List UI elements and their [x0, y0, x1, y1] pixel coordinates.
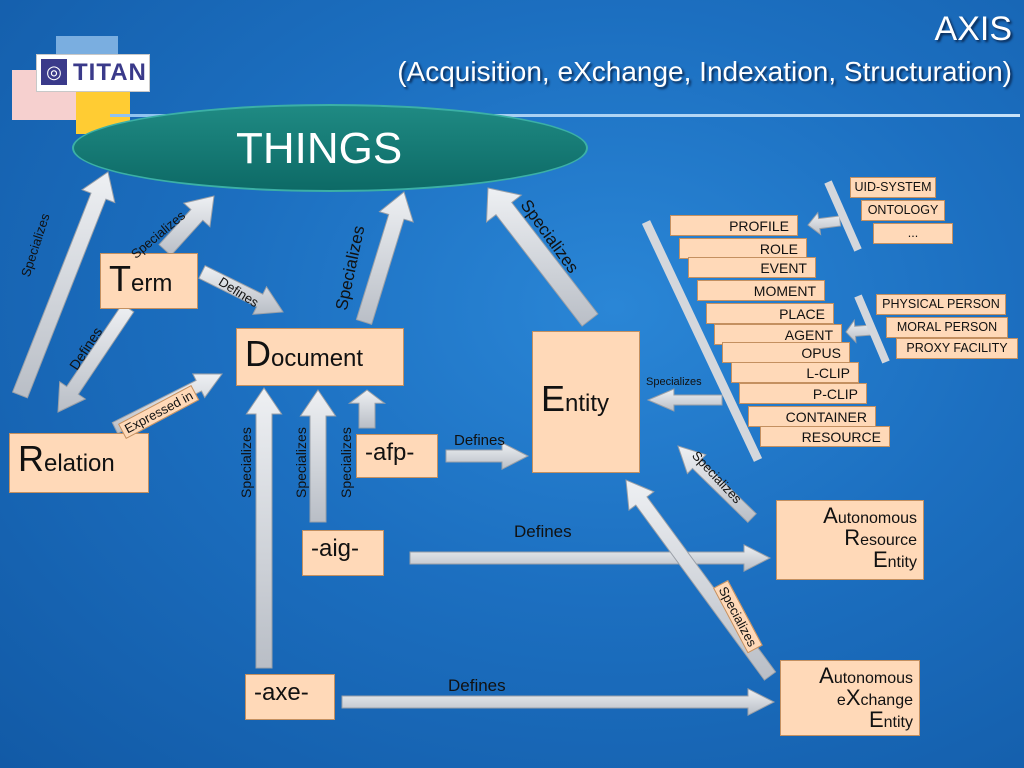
titan-logo: ◎ TITAN [36, 54, 150, 92]
entity-type-resource: RESOURCE [760, 426, 890, 447]
term-node: Term [100, 253, 198, 309]
axe-entity-pre-2: e [836, 692, 846, 709]
entity-type-profile: PROFILE [670, 215, 798, 236]
autonomous-resource-entity-node: Autonomous Resource Entity [776, 500, 924, 580]
entity-type-l-clip: L-CLIP [731, 362, 859, 383]
relation-rest: elation [44, 450, 115, 477]
entity-node: Entity [532, 331, 640, 473]
axe-entity-line-1: Autonomous [787, 665, 913, 687]
agent-item-proxy-facility: PROXY FACILITY [896, 338, 1018, 359]
label-specializes-document-things: Specializes [332, 223, 369, 312]
label-defines-afp-entity: Defines [454, 432, 505, 449]
label-specializes-axe-document: Specializes [238, 427, 254, 498]
entity-type-p-clip: P-CLIP [739, 383, 867, 404]
things-label: THINGS [236, 124, 403, 173]
arrow-ontology-to-profile [807, 211, 842, 236]
relation-cap: R [18, 438, 44, 479]
axe-entity-text-3: ntity [883, 714, 913, 731]
are-cap-1: A [823, 503, 838, 528]
arrow-document-to-things [355, 191, 414, 326]
arrow-agents-to-agent [845, 318, 873, 344]
axe-entity-cap-1: A [819, 663, 834, 688]
are-line-1: Autonomous [783, 505, 917, 527]
title-rule [110, 114, 1020, 117]
are-text-3: ntity [887, 554, 917, 571]
label-defines-aig-are: Defines [514, 522, 572, 541]
label-specializes-axe-entity-entity: Specializes [712, 580, 763, 654]
axe-node: -axe- [245, 674, 335, 720]
logo-text: TITAN [73, 59, 147, 86]
entity-type-event: EVENT [688, 257, 816, 278]
afp-node: -afp- [356, 434, 438, 478]
slide-title: AXIS [934, 10, 1012, 48]
label-expressed-in: Expressed in [118, 384, 200, 440]
label-specializes-entity-things: Specializes [516, 196, 583, 277]
arrow-axe-to-axe-entity [341, 687, 776, 717]
entity-type-moment: MOMENT [697, 280, 825, 301]
are-cap-3: E [872, 547, 888, 572]
arrow-aig-to-are [409, 543, 772, 573]
arrow-afp-to-document [347, 389, 387, 429]
document-cap: D [245, 333, 271, 374]
document-rest: ocument [271, 345, 364, 372]
axe-entity-cap-2: X [845, 685, 861, 710]
label-defines-term-relation: Defines [66, 324, 106, 373]
are-text-2: esource [860, 532, 917, 549]
arrow-types-to-entity [646, 388, 723, 412]
axe-entity-text-2: change [860, 692, 914, 709]
are-line-3: Entity [783, 549, 917, 571]
label-specializes-afp-document: Specializes [338, 427, 354, 498]
profile-item-uid-system: UID-SYSTEM [850, 177, 936, 198]
label-defines-term-document: Defines [216, 274, 262, 311]
document-node: Document [236, 328, 404, 386]
axe-label: -axe- [254, 679, 309, 706]
arrow-entity-to-things [485, 187, 599, 327]
are-cap-2: R [844, 525, 861, 550]
autonomous-exchange-entity-node: Autonomous eXchange Entity [780, 660, 920, 736]
label-specializes-relation-things: Specializes [18, 211, 53, 279]
slide-subtitle: (Acquisition, eXchange, Indexation, Stru… [397, 56, 1012, 87]
entity-cap: E [541, 378, 566, 419]
axe-entity-cap-3: E [868, 707, 884, 732]
profile-item-ellipsis: ... [873, 223, 953, 244]
term-rest: erm [131, 270, 173, 297]
aig-label: -aig- [311, 535, 360, 562]
titan-logo-icon: ◎ [41, 59, 67, 85]
aig-node: -aig- [302, 530, 384, 576]
things-ellipse [72, 104, 588, 192]
axe-entity-text-1: utonomous [833, 670, 913, 687]
are-line-2: Resource [783, 527, 917, 549]
profile-item-ontology: ONTOLOGY [861, 200, 945, 221]
label-specializes-aig-document: Specializes [293, 427, 309, 498]
relation-node: Relation [9, 433, 149, 493]
agent-item-physical-person: PHYSICAL PERSON [876, 294, 1006, 315]
afp-label: -afp- [365, 439, 415, 466]
label-defines-axe-entity: Defines [448, 676, 506, 695]
label-specializes-types-entity: Specializes [646, 376, 702, 388]
are-text-1: utonomous [837, 510, 917, 527]
agent-item-moral-person: MORAL PERSON [886, 317, 1008, 338]
axe-entity-line-3: Entity [787, 709, 913, 731]
axe-entity-line-2: eXchange [787, 687, 913, 709]
entity-rest: ntity [565, 390, 610, 417]
label-specializes-are-entity: Specializes [689, 448, 745, 507]
entity-type-place: PLACE [706, 303, 834, 324]
entity-type-opus: OPUS [722, 342, 850, 363]
entity-type-role: ROLE [679, 238, 807, 259]
entity-type-container: CONTAINER [748, 406, 876, 427]
term-cap: T [109, 258, 131, 299]
